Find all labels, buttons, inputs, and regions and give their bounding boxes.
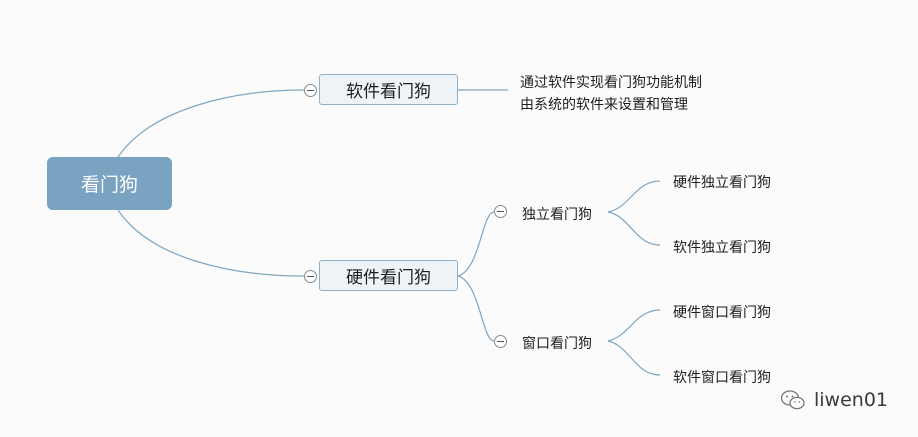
connector-window-leaf-4 [607, 340, 661, 376]
software-note-line-1: 通过软件实现看门狗功能机制 [520, 75, 702, 91]
wechat-icon [780, 390, 805, 410]
collapse-software-icon[interactable] [304, 84, 317, 97]
connector-hardware-window [457, 275, 495, 342]
connector-window-leaf-3 [607, 309, 661, 342]
leaf-software-independent[interactable]: 软件独立看门狗 [673, 240, 771, 256]
leaf-hardware-window[interactable]: 硬件窗口看门狗 [673, 305, 771, 321]
connector-hardware-independent [457, 211, 495, 277]
software-note-line-2: 由系统的软件来设置和管理 [520, 97, 688, 113]
connector-root-software [117, 89, 305, 158]
node-independent-watchdog[interactable]: 独立看门狗 [522, 207, 592, 223]
collapse-hardware-icon[interactable] [304, 270, 317, 283]
connector-root-hardware [117, 209, 305, 277]
branch-hardware-label: 硬件看门狗 [346, 268, 431, 288]
collapse-window-icon[interactable] [494, 335, 507, 348]
root-label: 看门狗 [80, 174, 138, 196]
collapse-independent-icon[interactable] [494, 205, 507, 218]
leaf-software-window[interactable]: 软件窗口看门狗 [673, 370, 771, 386]
watermark: liwen01 [780, 389, 888, 411]
branch-software-label: 软件看门狗 [346, 82, 431, 102]
leaf-hardware-independent[interactable]: 硬件独立看门狗 [673, 175, 771, 191]
root-node[interactable]: 看门狗 [47, 157, 172, 210]
branch-hardware-watchdog[interactable]: 硬件看门狗 [319, 260, 458, 291]
watermark-text: liwen01 [814, 389, 889, 411]
node-window-watchdog[interactable]: 窗口看门狗 [522, 336, 592, 352]
connector-independent-leaf-2 [607, 211, 661, 246]
connector-independent-leaf-1 [607, 180, 661, 213]
branch-software-watchdog[interactable]: 软件看门狗 [319, 74, 458, 105]
